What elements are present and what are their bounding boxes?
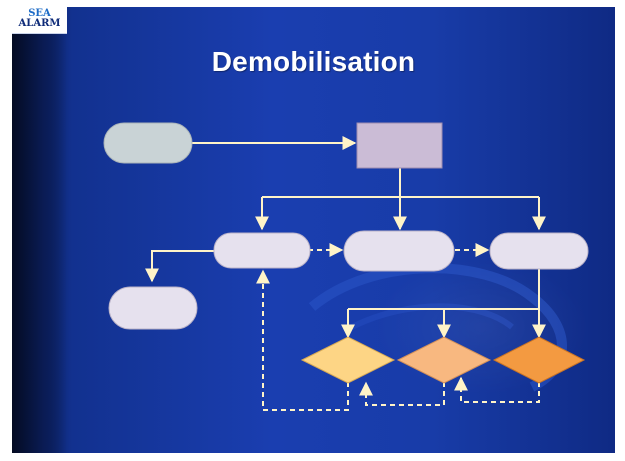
logo-line-2: ALARM xyxy=(18,18,61,29)
sea-alarm-logo: SEA ALARM xyxy=(12,7,67,34)
step-3-node xyxy=(489,232,589,270)
edge-decision-2-loop-to-decision-1 xyxy=(359,381,445,406)
nodes xyxy=(103,122,589,384)
step-2-node xyxy=(343,230,455,272)
slide: SEA ALARM Demobilisation xyxy=(12,7,615,453)
edge-decision-3-loop-to-decision-2 xyxy=(454,376,540,403)
decision-diamond-1 xyxy=(300,336,396,384)
step-1-node xyxy=(213,232,311,269)
start-node xyxy=(103,122,193,164)
logo-line-1: SEA xyxy=(28,8,51,19)
left-sidebar-band xyxy=(12,7,67,453)
flow-diagram xyxy=(103,122,592,411)
edge-decision-1-loop-to-step-1 xyxy=(256,269,349,411)
decision-diamond-3 xyxy=(492,336,586,384)
edge-step-1-to-outcome xyxy=(145,250,215,283)
process-box xyxy=(356,122,443,169)
decision-diamond-2 xyxy=(396,336,492,384)
connectors xyxy=(145,136,546,411)
slide-title: Demobilisation xyxy=(211,46,416,77)
outcome-node xyxy=(108,286,198,330)
